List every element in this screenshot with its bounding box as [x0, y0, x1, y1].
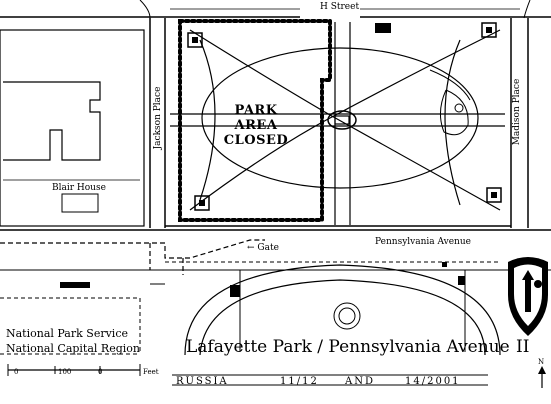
north-label: N [538, 358, 544, 366]
h-street-markings [170, 8, 520, 33]
footer-date-1: 11/12 [280, 376, 319, 387]
scale-bar [7, 364, 141, 376]
footer-visit: RUSSIA [176, 376, 229, 387]
blair-house-label: Blair House [52, 183, 106, 193]
closed-area-line-2: AREA [234, 118, 278, 133]
footer-date-2: 14/2001 [405, 376, 461, 387]
booth-icon [230, 285, 240, 297]
agency-line-2: National Capital Region [6, 342, 140, 355]
statue-nw-icon [187, 32, 203, 48]
fountain-icon [338, 307, 356, 325]
park-walkways [170, 22, 505, 225]
page-mark: II [516, 337, 529, 357]
north-arrow-icon [538, 366, 546, 388]
closed-area-boundary [178, 19, 332, 222]
h-street-label: H Street [320, 2, 359, 12]
street-edges [0, 0, 551, 271]
left-buildings [0, 29, 145, 227]
closed-area-line-3: CLOSED [224, 133, 288, 148]
pennsylvania-avenue-label: Pennsylvania Avenue [375, 237, 471, 247]
scale-tick-2: 0 [98, 368, 102, 376]
madison-place-label: Madison Place [512, 79, 522, 146]
statue-ne-icon [481, 22, 497, 38]
ellipse-south [60, 262, 501, 356]
monuments [187, 22, 502, 211]
jackson-place-label: Jackson Place [153, 87, 163, 151]
gate-label: ← Gate [247, 243, 279, 253]
footer-and: AND [344, 376, 375, 387]
arrowhead-logo [508, 257, 548, 336]
central-statue-icon [327, 110, 357, 130]
scale-unit: Feet [143, 368, 159, 376]
map-title: Lafayette Park / Pennsylvania Avenue [186, 337, 510, 357]
scale-tick-1: 100 [58, 368, 71, 376]
statue-sw-icon [194, 195, 210, 211]
closed-area-line-1: PARK [234, 103, 277, 118]
agency-line-1: National Park Service [6, 327, 128, 340]
building-block-icon [375, 23, 391, 33]
scale-zero: 0 [14, 368, 18, 376]
dashed-boundaries [0, 239, 265, 355]
statue-se-icon [486, 187, 502, 203]
